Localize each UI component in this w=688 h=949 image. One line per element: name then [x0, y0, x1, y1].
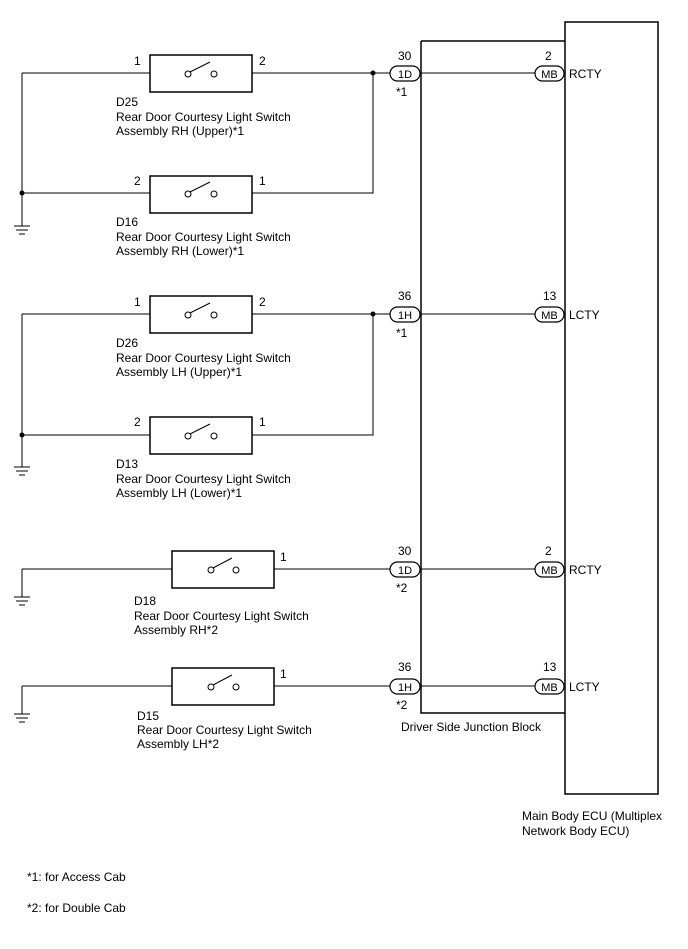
switch-contact-icon [184, 423, 218, 440]
ecu-connector-3: 2 MB RCTY [534, 544, 602, 578]
switch-contact-icon [207, 674, 240, 691]
switch-d13 [149, 416, 253, 455]
junction-block-label: Driver Side Junction Block [401, 720, 542, 734]
d26-pin-left: 1 [134, 295, 141, 309]
ecu-connector-pin: 2 [545, 49, 552, 63]
footnote-double-cab: *2: for Double Cab [27, 901, 126, 915]
d15-name-line2: Assembly LH*2 [137, 737, 219, 751]
jb-connector-id: 1H [398, 310, 412, 322]
jb-connector-pin: 30 [398, 49, 412, 63]
d16-pin-left: 2 [134, 174, 141, 188]
d15-code: D15 [137, 709, 159, 723]
ecu-signal-name: LCTY [569, 680, 600, 694]
switch-d25 [149, 54, 253, 93]
ecu-connector-id: MB [541, 69, 558, 81]
junction-block-outline [420, 40, 565, 714]
jb-connector-1: 30 1D *1 [389, 49, 421, 99]
jb-connector-2: 36 1H *1 [389, 289, 421, 340]
d25-pin-left: 1 [134, 54, 141, 68]
d16-pin-right: 1 [259, 174, 266, 188]
d13-code: D13 [116, 457, 138, 471]
ecu-connector-id: MB [541, 682, 558, 694]
jb-connector-4: 36 1H *2 [389, 660, 421, 712]
ground-symbol-icon [14, 596, 30, 606]
d16-code: D16 [116, 215, 138, 229]
ground-symbol-icon [14, 225, 30, 235]
d25-name-line1: Rear Door Courtesy Light Switch [116, 110, 291, 124]
switch-d26 [149, 295, 253, 334]
main-body-ecu-box [564, 21, 659, 795]
junction-dot-icon [19, 190, 25, 196]
ecu-signal-name: LCTY [569, 308, 600, 322]
switch-d16 [149, 175, 253, 214]
ecu-connector-pin: 2 [545, 544, 552, 558]
d15-name-line1: Rear Door Courtesy Light Switch [137, 723, 312, 737]
jb-connector-note: *1 [396, 85, 408, 99]
d13-pin-right: 1 [259, 415, 266, 429]
ecu-signal-name: RCTY [569, 563, 602, 577]
switch-contact-icon [207, 557, 240, 574]
switch-contact-icon [184, 181, 218, 198]
d15-pin-right: 1 [280, 667, 287, 681]
jb-connector-id: 1H [398, 682, 412, 694]
ecu-label-line2: Network Body ECU) [522, 824, 629, 838]
d25-name-line2: Assembly RH (Upper)*1 [116, 124, 244, 138]
d25-code: D25 [116, 95, 138, 109]
junction-dot-icon [370, 311, 376, 317]
d13-pin-left: 2 [134, 415, 141, 429]
ecu-connector-id: MB [541, 310, 558, 322]
ecu-connector-pin: 13 [543, 660, 557, 674]
jb-connector-id: 1D [398, 69, 412, 81]
d18-pin-right: 1 [280, 550, 287, 564]
d13-name-line1: Rear Door Courtesy Light Switch [116, 472, 291, 486]
junction-dot-icon [19, 432, 25, 438]
d26-name-line1: Rear Door Courtesy Light Switch [116, 351, 291, 365]
jb-connector-pin: 30 [398, 544, 412, 558]
ground-symbol-icon [14, 466, 30, 476]
d25-pin-right: 2 [259, 54, 266, 68]
switch-d15 [171, 667, 275, 706]
d16-name-line1: Rear Door Courtesy Light Switch [116, 230, 291, 244]
switch-d18 [171, 550, 275, 589]
jb-connector-id: 1D [398, 565, 412, 577]
ecu-connector-pin: 13 [543, 289, 557, 303]
d26-pin-right: 2 [259, 295, 266, 309]
junction-dot-icon [370, 70, 376, 76]
jb-connector-3: 30 1D *2 [389, 544, 421, 595]
jb-connector-pin: 36 [398, 289, 412, 303]
jb-connector-pin: 36 [398, 660, 412, 674]
jb-connector-note: *2 [396, 581, 408, 595]
d16-name-line2: Assembly RH (Lower)*1 [116, 244, 244, 258]
d18-name-line1: Rear Door Courtesy Light Switch [134, 609, 309, 623]
ecu-connector-4: 13 MB LCTY [534, 660, 600, 695]
ground-symbol-icon [14, 713, 30, 723]
ecu-label-line1: Main Body ECU (Multiplex [522, 809, 662, 823]
ecu-connector-1: 2 MB RCTY [534, 49, 602, 82]
d26-name-line2: Assembly LH (Upper)*1 [116, 365, 242, 379]
d26-code: D26 [116, 336, 138, 350]
ecu-signal-name: RCTY [569, 67, 602, 81]
footnote-access-cab: *1: for Access Cab [27, 870, 126, 884]
ecu-connector-2: 13 MB LCTY [534, 289, 600, 323]
switch-contact-icon [184, 302, 218, 319]
jb-connector-note: *1 [396, 326, 408, 340]
switch-contact-icon [184, 61, 218, 78]
ecu-connector-id: MB [541, 565, 558, 577]
jb-connector-note: *2 [396, 698, 408, 712]
d18-code: D18 [134, 594, 156, 608]
d13-name-line2: Assembly LH (Lower)*1 [116, 486, 242, 500]
d18-name-line2: Assembly RH*2 [134, 623, 218, 637]
